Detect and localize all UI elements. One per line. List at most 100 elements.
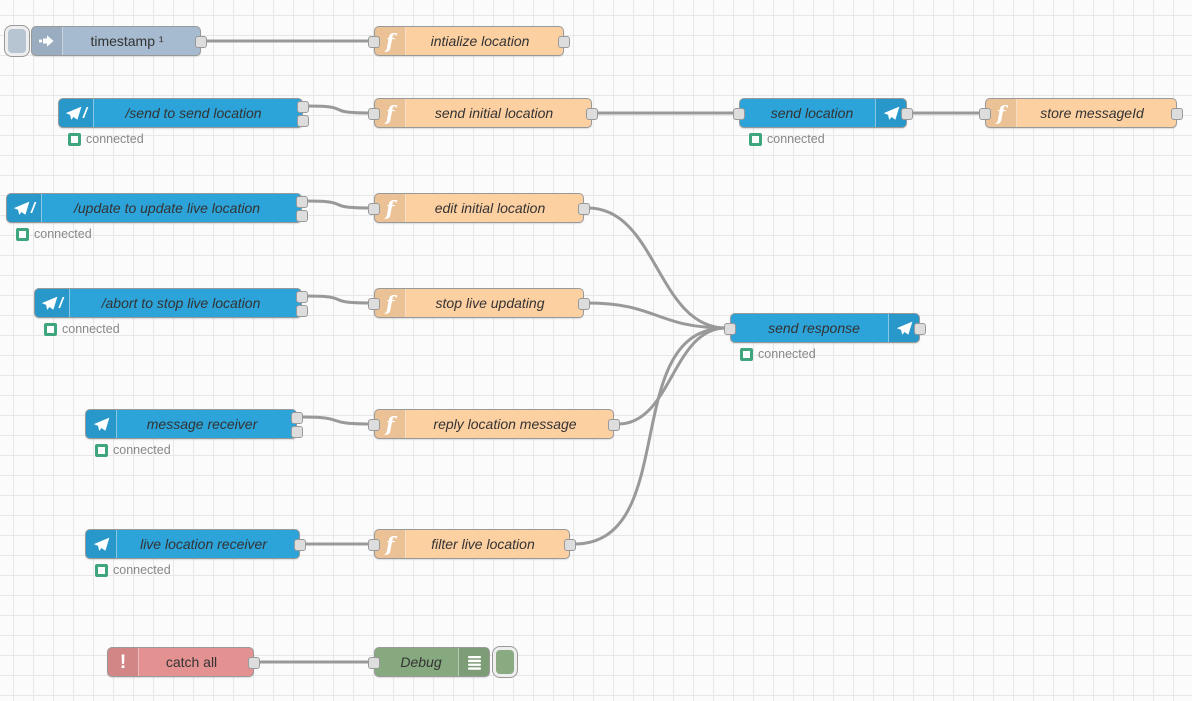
output-port-2[interactable] bbox=[297, 115, 309, 127]
wire-tg-message-receiver-to-fn-reply-location-message[interactable] bbox=[299, 415, 372, 426]
wire-fn-reply-location-message-to-tg-send-response[interactable] bbox=[616, 326, 728, 426]
wire-fn-filter-live-location-to-tg-send-response[interactable] bbox=[572, 326, 728, 546]
status-ok-ring-icon bbox=[68, 132, 81, 146]
telegram-plane-slash-icon: / bbox=[59, 99, 94, 127]
input-port[interactable] bbox=[733, 108, 745, 120]
exclamation-glyph: ! bbox=[119, 651, 127, 673]
node-status: connected bbox=[16, 227, 92, 241]
status-text: connected bbox=[758, 347, 816, 361]
node-status: connected bbox=[44, 322, 120, 336]
flow-node-tg-send-location[interactable]: send location bbox=[733, 98, 913, 128]
node-label: /abort to stop live location bbox=[101, 295, 261, 311]
flow-node-tg-update-command[interactable]: / /update to update live location bbox=[6, 193, 308, 223]
output-port-1[interactable] bbox=[296, 196, 308, 208]
debug-button[interactable] bbox=[492, 646, 518, 678]
flow-node-fn-send-initial-location[interactable]: f send initial location bbox=[368, 98, 598, 128]
debug-button-inner bbox=[496, 650, 514, 674]
flow-node-inject-timestamp[interactable]: timestamp ¹ bbox=[4, 25, 207, 57]
node-label: intialize location bbox=[430, 33, 530, 49]
input-port[interactable] bbox=[368, 539, 380, 551]
status-text: connected bbox=[62, 322, 120, 336]
status-text: connected bbox=[113, 443, 171, 457]
output-port-1[interactable] bbox=[1171, 108, 1183, 120]
node-label: reply location message bbox=[433, 416, 577, 432]
function-icon: f bbox=[375, 27, 406, 55]
slash-glyph: / bbox=[58, 294, 64, 312]
telegram-plane-slash-icon: / bbox=[7, 194, 42, 222]
flow-node-fn-store-messageid[interactable]: f store messageId bbox=[979, 98, 1183, 128]
function-icon: f bbox=[375, 194, 406, 222]
status-text: connected bbox=[113, 563, 171, 577]
slash-glyph: / bbox=[82, 104, 88, 122]
output-port-1[interactable] bbox=[195, 36, 207, 48]
output-port-1[interactable] bbox=[578, 203, 590, 215]
input-port[interactable] bbox=[724, 323, 736, 335]
wire-tg-abort-command-to-fn-stop-live-updating[interactable] bbox=[304, 294, 372, 305]
inject-button-inner bbox=[8, 29, 26, 53]
output-port-2[interactable] bbox=[296, 305, 308, 317]
input-port[interactable] bbox=[368, 108, 380, 120]
node-label: Debug bbox=[400, 654, 442, 670]
flow-node-tg-send-command[interactable]: //send to send location bbox=[58, 98, 309, 128]
node-label: live location receiver bbox=[140, 536, 267, 552]
function-icon-glyph: f bbox=[385, 29, 395, 53]
wire-fn-stop-live-updating-to-tg-send-response[interactable] bbox=[586, 301, 728, 330]
wire-tg-send-command-to-fn-send-initial-location[interactable] bbox=[305, 104, 372, 115]
status-ok-ring-icon bbox=[95, 443, 108, 457]
slash-glyph: / bbox=[30, 199, 36, 217]
node-label: timestamp ¹ bbox=[90, 33, 164, 49]
inject-button[interactable] bbox=[4, 25, 30, 57]
flow-node-fn-reply-location-message[interactable]: f reply location message bbox=[368, 409, 620, 439]
flow-node-tg-abort-command[interactable]: / /abort to stop live location bbox=[34, 288, 308, 318]
status-text: connected bbox=[86, 132, 144, 146]
flow-node-fn-intialize-location[interactable]: f intialize location bbox=[368, 26, 570, 56]
output-port-1[interactable] bbox=[586, 108, 598, 120]
function-icon-glyph: f bbox=[385, 101, 395, 125]
output-port-1[interactable] bbox=[901, 108, 913, 120]
telegram-plane-icon bbox=[875, 99, 906, 127]
flow-node-tg-live-location-receiver[interactable]: live location receiver bbox=[85, 529, 306, 559]
flow-node-tg-message-receiver[interactable]: message receiver bbox=[85, 409, 303, 439]
flow-node-debug[interactable]: Debug bbox=[368, 646, 518, 678]
output-port-1[interactable] bbox=[578, 298, 590, 310]
node-status: connected bbox=[95, 443, 171, 457]
telegram-plane-icon bbox=[86, 410, 117, 438]
function-icon: f bbox=[375, 99, 406, 127]
node-label: store messageId bbox=[1040, 105, 1144, 121]
exclamation-icon: ! bbox=[108, 648, 139, 676]
input-port[interactable] bbox=[368, 419, 380, 431]
output-port-2[interactable] bbox=[296, 210, 308, 222]
input-port[interactable] bbox=[368, 203, 380, 215]
telegram-plane-icon bbox=[86, 530, 117, 558]
input-port[interactable] bbox=[368, 36, 380, 48]
wire-tg-update-command-to-fn-edit-initial-location[interactable] bbox=[304, 199, 372, 210]
node-label: send initial location bbox=[434, 105, 554, 121]
output-port-1[interactable] bbox=[294, 539, 306, 551]
input-port[interactable] bbox=[368, 298, 380, 310]
input-port[interactable] bbox=[979, 108, 991, 120]
node-label: /update to update live location bbox=[73, 200, 261, 216]
flow-node-tg-send-response[interactable]: send response bbox=[724, 313, 926, 343]
output-port-1[interactable] bbox=[248, 657, 260, 669]
input-port[interactable] bbox=[368, 657, 380, 669]
flow-node-fn-edit-initial-location[interactable]: f edit initial location bbox=[368, 193, 590, 223]
output-port-1[interactable] bbox=[564, 539, 576, 551]
output-port-1[interactable] bbox=[558, 36, 570, 48]
output-port-2[interactable] bbox=[291, 426, 303, 438]
function-icon-glyph: f bbox=[385, 412, 395, 436]
function-icon: f bbox=[986, 99, 1017, 127]
output-port-1[interactable] bbox=[914, 323, 926, 335]
function-icon-glyph: f bbox=[385, 196, 395, 220]
output-port-1[interactable] bbox=[608, 419, 620, 431]
output-port-1[interactable] bbox=[297, 101, 309, 113]
flow-node-catch-all[interactable]: !catch all bbox=[107, 647, 260, 677]
node-label: filter live location bbox=[431, 536, 535, 552]
output-port-1[interactable] bbox=[296, 291, 308, 303]
output-port-1[interactable] bbox=[291, 412, 303, 424]
function-icon-glyph: f bbox=[385, 291, 395, 315]
node-label: edit initial location bbox=[434, 200, 546, 216]
wire-fn-edit-initial-location-to-tg-send-response[interactable] bbox=[586, 206, 728, 330]
